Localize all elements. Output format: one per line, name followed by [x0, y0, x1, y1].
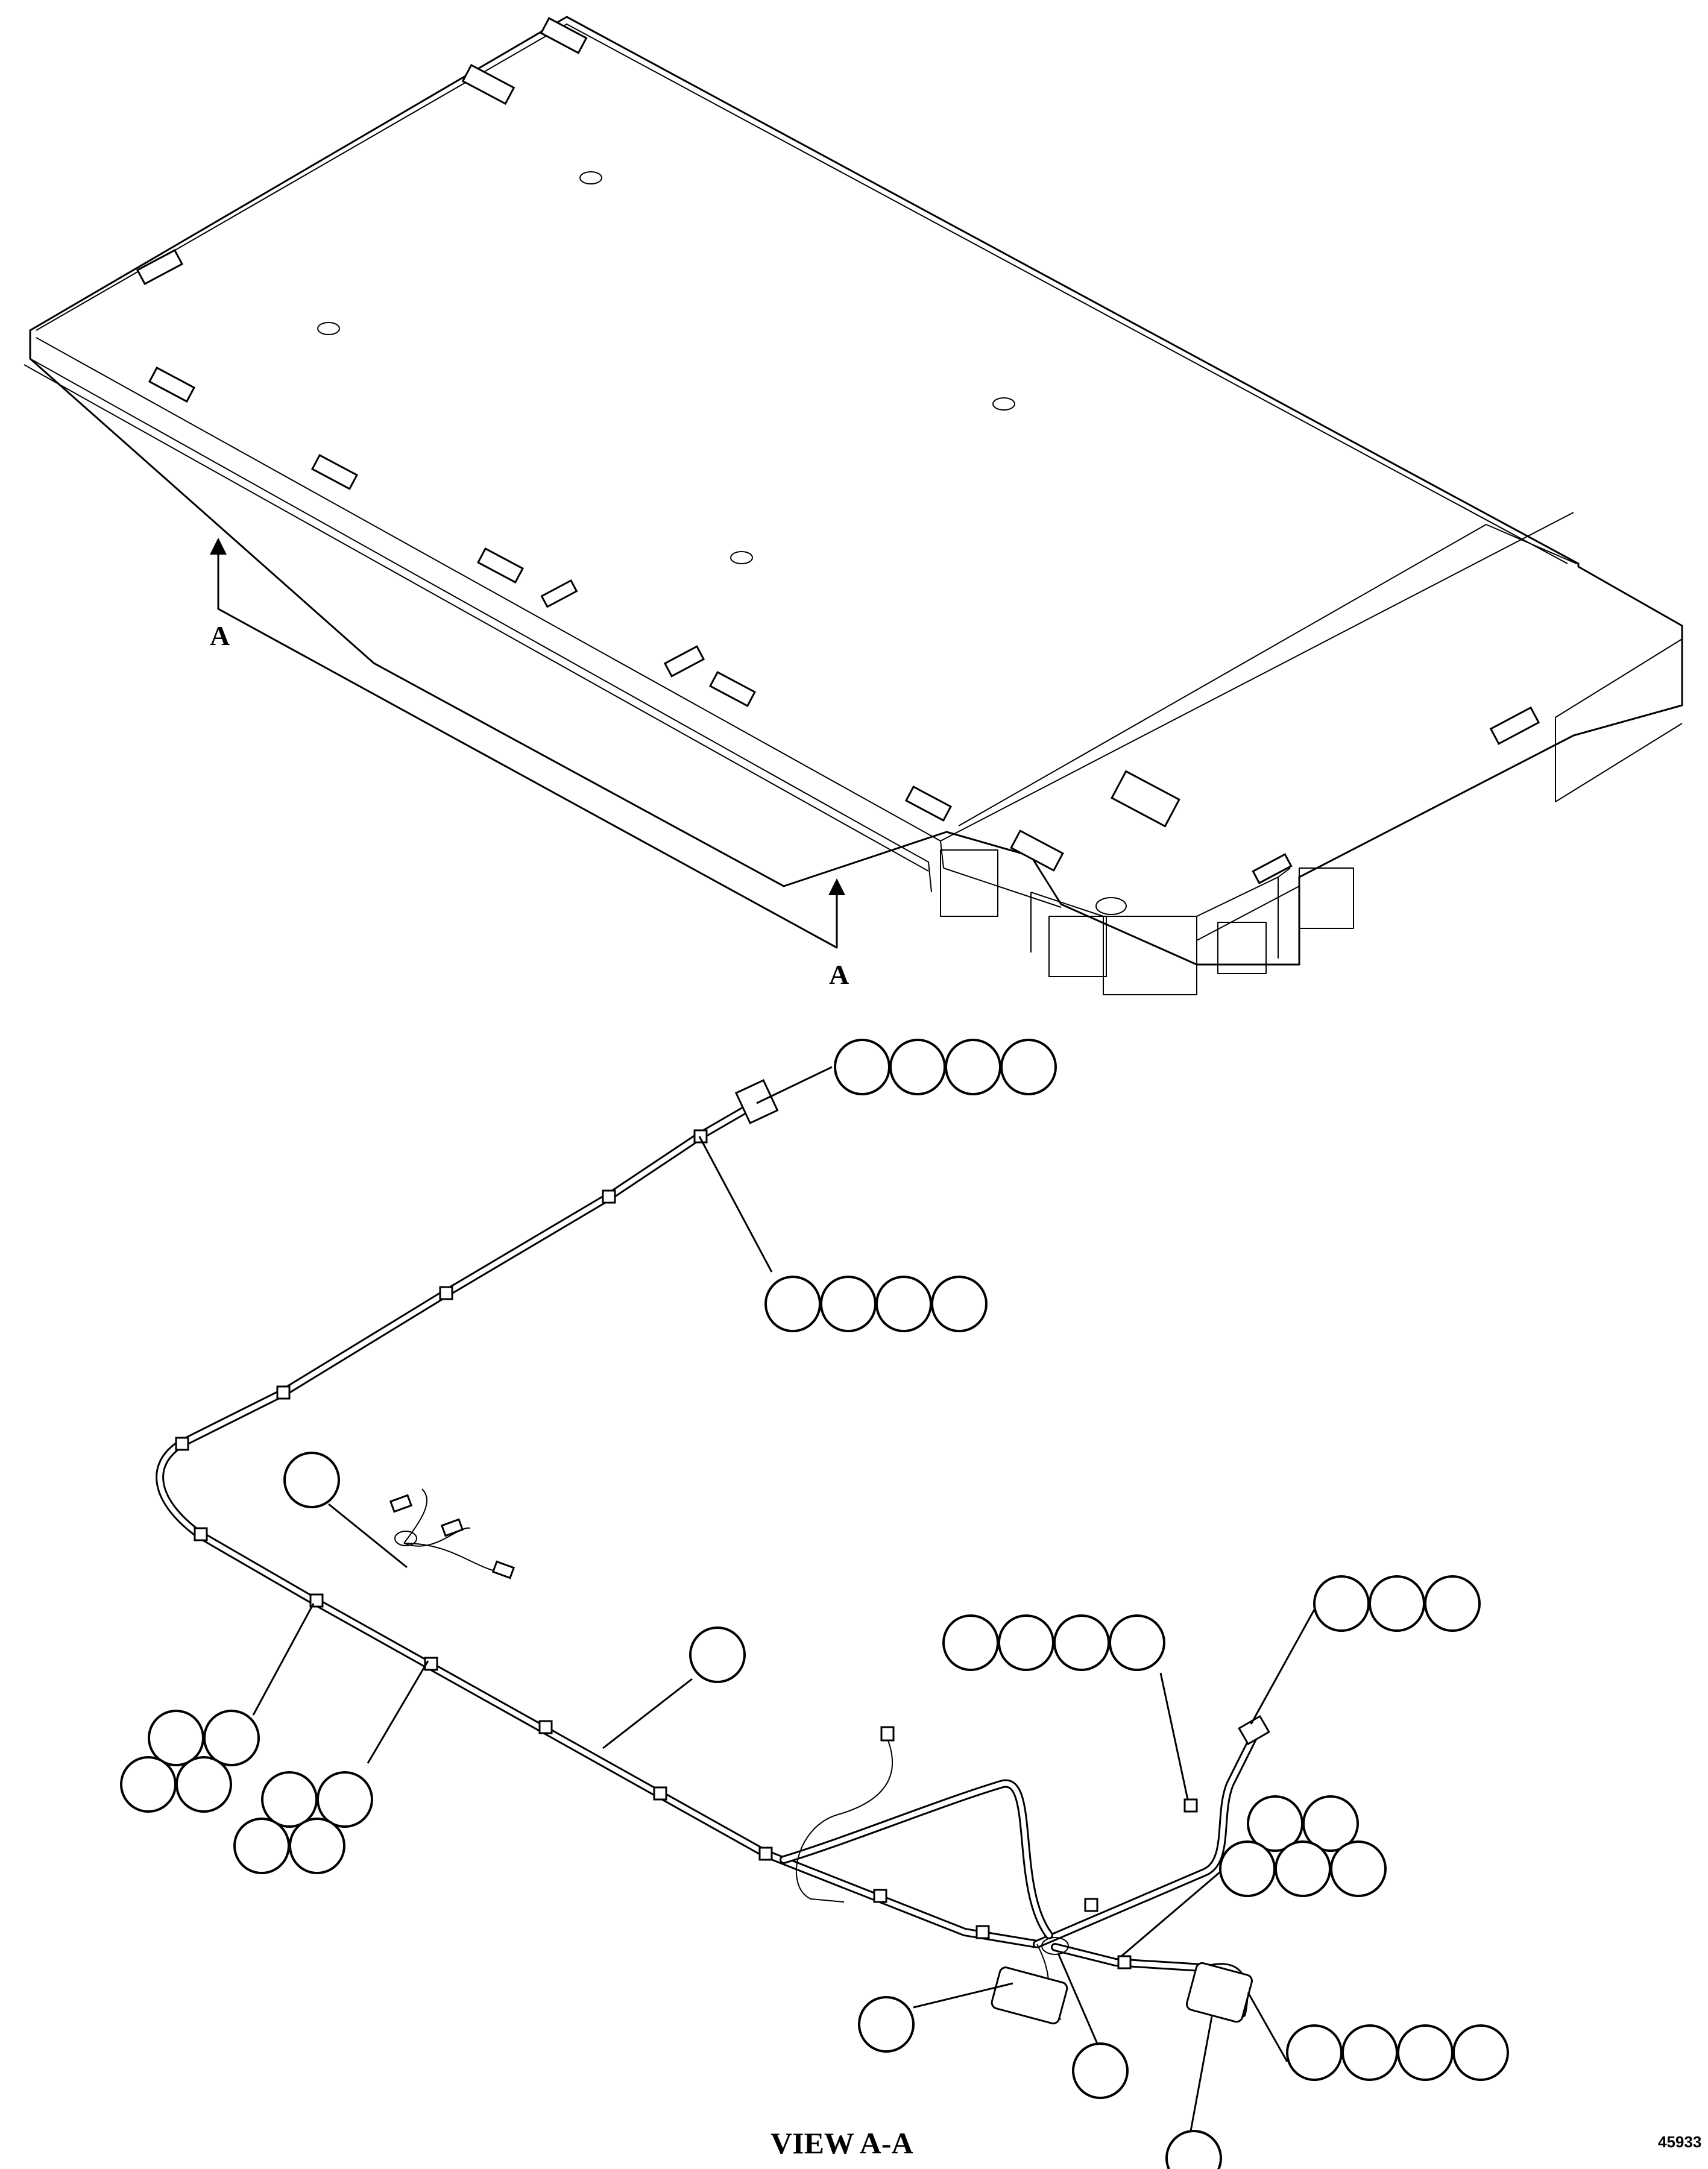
deck-top-face: [36, 24, 1574, 965]
callout-balloon: [764, 1276, 821, 1332]
section-arrow-icon: [828, 878, 845, 895]
mounting-pad: [1489, 706, 1540, 745]
callout-balloon: [317, 1771, 373, 1828]
callout-balloon: [1330, 1840, 1387, 1897]
deck-top-outline: [29, 16, 1683, 966]
deck-hole: [992, 397, 1015, 411]
callout-balloon: [1369, 1575, 1425, 1632]
callout-balloon: [1053, 1614, 1110, 1671]
deck-front-edge: [24, 358, 932, 893]
callout-balloon: [1302, 1795, 1359, 1852]
deck-hole: [317, 322, 340, 335]
callout-balloon: [233, 1818, 290, 1874]
callout-balloon: [1072, 2042, 1129, 2099]
callout-balloon: [689, 1626, 746, 1683]
connector-plug: [389, 1494, 413, 1513]
mounting-pad: [540, 579, 578, 608]
callout-balloon: [1109, 1614, 1165, 1671]
deck-seam: [958, 524, 1577, 826]
callout-balloon: [283, 1452, 340, 1508]
section-label-upper: A: [210, 620, 230, 651]
mounting-pad: [136, 249, 184, 285]
callout-balloon: [889, 1039, 946, 1095]
callout-balloon: [1397, 2024, 1454, 2081]
callout-balloon: [998, 1614, 1054, 1671]
callout-balloon: [858, 1996, 915, 2053]
deck-hole: [1095, 897, 1127, 915]
callout-balloon: [1452, 2024, 1509, 2081]
mounting-pad: [1252, 853, 1293, 884]
access-panel: [1217, 922, 1267, 974]
callout-balloon: [945, 1039, 1001, 1095]
deck-panel-isometric: [24, 16, 1683, 995]
callout-balloon: [1000, 1039, 1057, 1095]
harness-lead-wire: [796, 1736, 893, 1903]
callout-balloon: [1219, 1840, 1276, 1897]
mounting-pad: [663, 645, 705, 678]
grommet: [394, 1531, 417, 1546]
deck-hole: [730, 551, 753, 564]
callout-balloon: [261, 1771, 318, 1828]
mounting-pad: [476, 547, 525, 584]
callout-balloon: [203, 1710, 260, 1766]
callout-balloon: [820, 1276, 877, 1332]
light-housing: [991, 1966, 1068, 2025]
callout-balloon: [1341, 2024, 1398, 2081]
callout-balloon: [931, 1276, 988, 1332]
mounting-pad: [461, 63, 515, 105]
callout-balloon: [875, 1276, 932, 1332]
access-panel: [1299, 867, 1354, 929]
mounting-pad: [148, 367, 196, 403]
view-title: VIEW A-A: [770, 2126, 913, 2160]
deck-nose: [1030, 867, 1291, 995]
grommet: [1041, 1937, 1069, 1955]
section-cut-line: [217, 550, 838, 949]
mounting-pad: [904, 785, 953, 822]
callout-balloon: [1424, 1575, 1481, 1632]
light-housing: [1185, 1962, 1253, 2023]
mounting-pad: [310, 454, 359, 490]
connector-plug: [491, 1560, 515, 1579]
bulkhead-connector: [734, 1078, 779, 1124]
connector-plug: [440, 1518, 464, 1537]
access-panel: [1048, 916, 1107, 977]
callout-balloon: [942, 1614, 999, 1671]
deck-hole: [579, 171, 602, 184]
drawing-number: 45933: [1658, 2133, 1701, 2151]
connector-plug: [880, 1726, 895, 1742]
callout-balloon: [1165, 2130, 1222, 2169]
mounting-pad: [540, 17, 588, 54]
access-panel: [940, 849, 998, 917]
callout-balloon: [1275, 1840, 1331, 1897]
callout-balloon: [1313, 1575, 1370, 1632]
deck-end-block: [1555, 638, 1683, 802]
wire-harness: [156, 1078, 1270, 2025]
mounting-pad: [1010, 830, 1064, 872]
leader-lines: [252, 1066, 1316, 2132]
callout-balloon: [120, 1756, 177, 1813]
mounting-pad: [1111, 770, 1180, 828]
callout-balloon: [1286, 2024, 1343, 2081]
callout-balloon: [834, 1039, 890, 1095]
callout-balloons: [120, 1039, 1509, 2169]
callout-balloon: [148, 1710, 204, 1766]
section-label-lower: A: [829, 959, 849, 990]
callout-balloon: [289, 1818, 345, 1874]
inline-connector: [1238, 1714, 1270, 1746]
section-arrow-icon: [210, 538, 227, 555]
mounting-pad: [708, 671, 757, 707]
callout-balloon: [175, 1756, 232, 1813]
